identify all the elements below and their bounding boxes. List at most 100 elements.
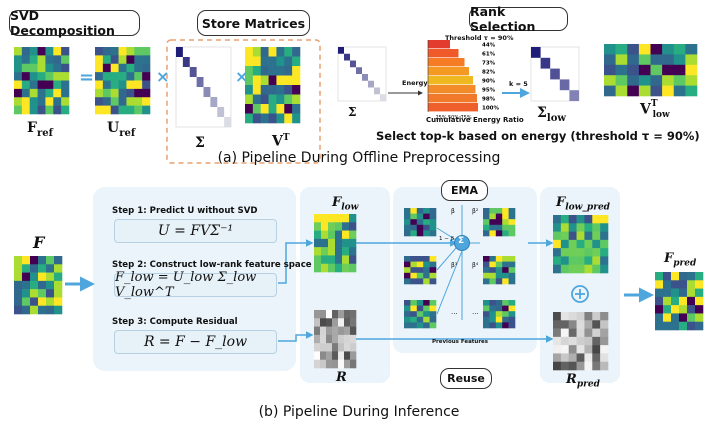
heatmap-cell — [410, 261, 418, 268]
heatmap-cell — [576, 264, 585, 274]
heatmap-cell — [687, 305, 696, 314]
ema-title: EMA — [441, 180, 488, 201]
diag-cell — [374, 87, 380, 95]
residual-cell — [320, 318, 327, 327]
heatmap-cell — [483, 219, 490, 226]
heatmap-cell — [495, 272, 503, 279]
heatmap-cell — [489, 219, 497, 226]
residual-cell — [560, 345, 570, 354]
residual-cell — [320, 326, 327, 336]
heatmap-cell — [410, 224, 418, 231]
heatmap-cell — [134, 47, 143, 56]
residual-cell — [568, 345, 577, 354]
heatmap-cell — [37, 63, 46, 73]
arrow-eq2-to-flow — [278, 239, 314, 284]
diag-cell — [344, 53, 350, 61]
residual-cell — [568, 320, 577, 329]
heatmap-cell — [284, 85, 293, 95]
heatmap-cell — [592, 264, 601, 274]
heatmap-cell — [423, 219, 430, 226]
store-matrices-title: Store Matrices — [197, 10, 310, 36]
heatmap-cell — [260, 75, 269, 86]
heatmap-cell — [604, 75, 616, 86]
f-ref-label: Fref — [27, 120, 53, 139]
heatmap-cell — [655, 313, 664, 323]
heatmap-cell — [673, 85, 686, 97]
heatmap-cell — [404, 311, 411, 318]
residual-cell — [350, 334, 357, 344]
residual-cell — [332, 334, 339, 344]
heatmap-cell — [423, 224, 430, 231]
residual-cell — [314, 359, 321, 369]
heatmap-cell — [600, 231, 609, 241]
heatmap-cell — [638, 54, 651, 66]
heatmap-cell — [142, 97, 151, 106]
heatmap-cell — [126, 55, 135, 65]
residual-cell — [584, 320, 593, 329]
heatmap-cell — [53, 97, 62, 106]
heatmap-cell — [38, 256, 47, 265]
heatmap-cell — [126, 105, 135, 115]
residual-cell — [320, 343, 327, 352]
diag-cell — [368, 80, 374, 88]
u-ref-matrix — [95, 47, 151, 115]
f-pred-matrix — [655, 272, 704, 331]
heatmap-cell — [502, 256, 509, 262]
heatmap-cell — [679, 313, 688, 323]
heatmap-cell — [416, 256, 424, 262]
heatmap-cell — [29, 80, 38, 90]
heatmap-cell — [600, 264, 609, 274]
heatmap-cell — [655, 280, 664, 289]
heatmap-cell — [495, 305, 503, 312]
heatmap-cell — [502, 219, 509, 226]
heatmap-cell — [29, 72, 38, 81]
heatmap-cell — [102, 63, 112, 73]
heatmap-cell — [502, 213, 509, 220]
sigma-matrix — [175, 46, 232, 128]
heatmap-cell — [410, 267, 418, 274]
heatmap-cell — [118, 47, 127, 56]
ellipsis-2: ... — [472, 308, 479, 316]
heatmap-cell — [342, 263, 350, 273]
heatmap-cell — [404, 267, 411, 274]
heatmap-cell — [600, 256, 609, 266]
diag-cell — [176, 47, 183, 57]
residual-cell — [568, 336, 577, 346]
energy-bar-label: 73% — [482, 61, 496, 67]
heatmap-cell — [260, 104, 269, 114]
heatmap-cell — [508, 300, 516, 306]
heatmap-cell — [695, 305, 704, 314]
heatmap-cell — [560, 231, 570, 241]
ema-line-5-to-sum — [436, 250, 463, 315]
residual-cell — [326, 351, 333, 361]
heatmap-cell — [495, 208, 503, 214]
f-ref-matrix — [14, 47, 70, 115]
diag-cell — [350, 60, 356, 68]
heatmap-cell — [245, 85, 254, 95]
heatmap-cell — [600, 223, 609, 232]
heatmap-cell — [592, 215, 601, 224]
heatmap-cell — [260, 113, 269, 124]
heatmap-cell — [495, 300, 503, 306]
heatmap-cell — [650, 85, 663, 97]
heatmap-cell — [342, 255, 350, 265]
residual-cell — [576, 361, 585, 371]
heatmap-cell — [134, 105, 143, 115]
heatmap-cell — [495, 256, 503, 262]
heatmap-cell — [314, 247, 322, 256]
heatmap-cell — [638, 85, 651, 97]
heatmap-cell — [423, 208, 430, 214]
vt-low-matrix — [604, 44, 698, 97]
heatmap-cell — [118, 55, 127, 65]
eq3-box: R = F − F_low — [114, 330, 277, 354]
heatmap-cell — [502, 311, 509, 318]
heatmap-cell — [404, 219, 411, 226]
heatmap-cell — [679, 305, 688, 314]
heatmap-cell — [61, 88, 70, 98]
heatmap-cell — [118, 105, 127, 115]
heatmap-cell — [671, 296, 680, 306]
heatmap-cell — [14, 272, 23, 282]
heatmap-cell — [268, 94, 277, 105]
heatmap-cell — [292, 56, 301, 67]
heatmap-cell — [21, 47, 31, 56]
